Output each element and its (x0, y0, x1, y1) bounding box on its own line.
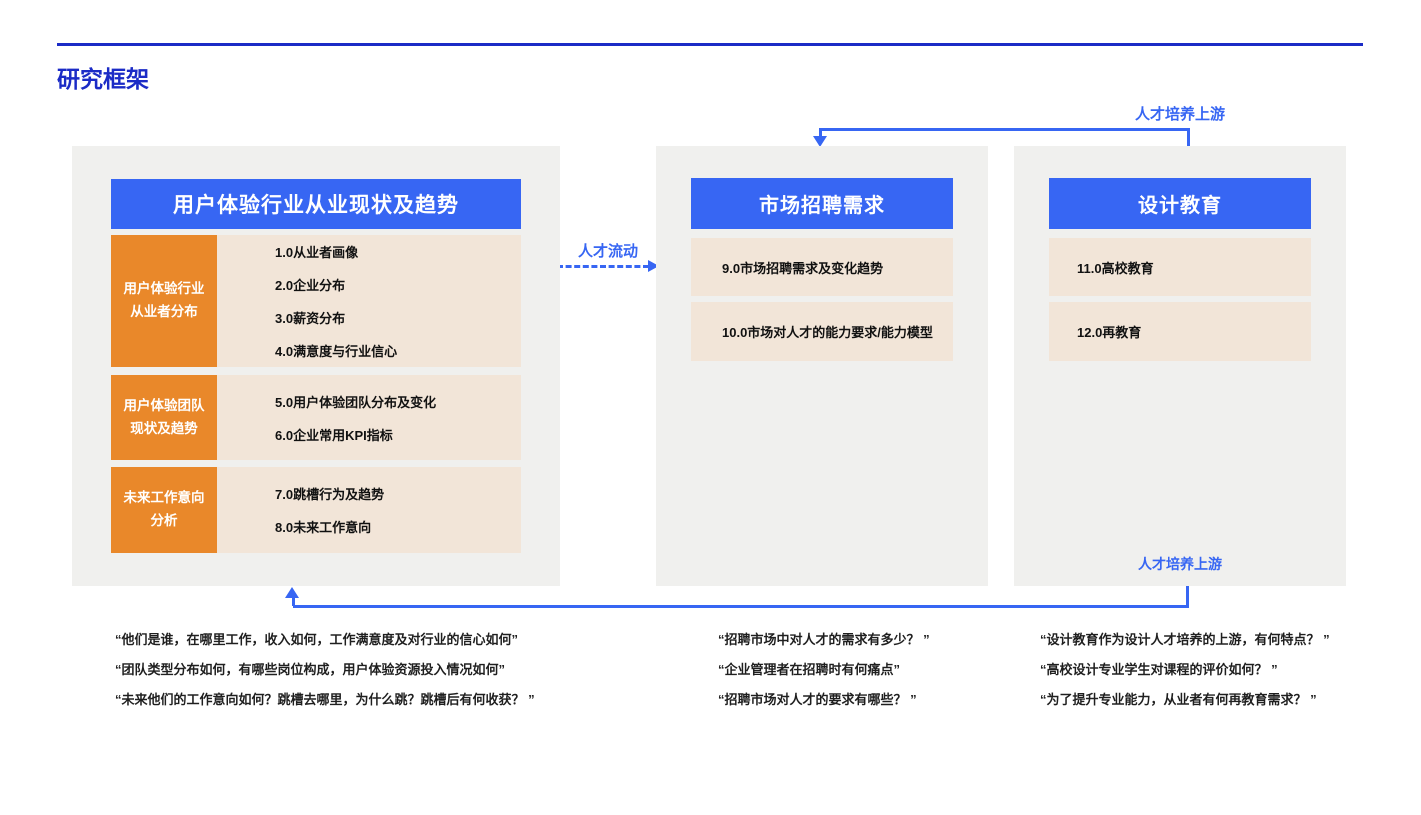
quote-line: “未来他们的工作意向如何？跳槽去哪里，为什么跳？跳槽后有何收获？ ” (115, 692, 535, 707)
quote-line: “为了提升专业能力，从业者有何再教育需求？ ” (1040, 692, 1317, 707)
list-item: 6.0企业常用KPI指标 (275, 427, 393, 443)
row-team-status-trends: 用户体验团队 现状及趋势 5.0用户体验团队分布及变化 6.0企业常用KPI指标 (111, 375, 521, 460)
row-label-practitioner-distribution: 用户体验行业 从业者分布 (111, 235, 217, 367)
list-item: 2.0企业分布 (275, 278, 346, 293)
list-item: 5.0用户体验团队分布及变化 (275, 394, 437, 410)
quote-line: “企业管理者在招聘时有何痛点” (718, 662, 901, 677)
panel-market-recruitment-header: 市场招聘需求 (691, 178, 953, 229)
list-item: 3.0薪资分布 (275, 311, 346, 326)
panel-ux-industry-header: 用户体验行业从业现状及趋势 (111, 179, 521, 229)
row-items: 7.0跳槽行为及趋势 8.0未来工作意向 (217, 467, 521, 553)
quote-line: “团队类型分布如何，有哪些岗位构成，用户体验资源投入情况如何” (115, 662, 506, 677)
quote-line: “招聘市场中对人才的需求有多少？ ” (718, 632, 930, 647)
row-label-line: 分析 (150, 513, 178, 528)
panel-market-recruitment: 市场招聘需求 9.0市场招聘需求及变化趋势 10.0市场对人才的能力要求/能力模… (656, 146, 988, 586)
row-label-line: 从业者分布 (130, 304, 198, 319)
label-talent-flow: 人才流动 (578, 243, 639, 260)
label-talent-upstream-bottom: 人才培养上游 (1138, 556, 1222, 572)
row-future-work-intention: 未来工作意向 分析 7.0跳槽行为及趋势 8.0未来工作意向 (111, 467, 521, 553)
list-item: 9.0市场招聘需求及变化趋势 (691, 238, 953, 296)
connector-top-vertical-right (1187, 128, 1190, 146)
connector-bottom-horizontal (293, 605, 1189, 608)
row-items: 5.0用户体验团队分布及变化 6.0企业常用KPI指标 (217, 375, 521, 460)
talent-flow-dashed-line (557, 265, 649, 268)
row-label-line: 用户体验行业 (123, 281, 205, 297)
quote-line: “设计教育作为设计人才培养的上游，有何特点？ ” (1040, 632, 1330, 647)
list-item: 11.0高校教育 (1049, 238, 1311, 296)
arrow-up-icon (285, 587, 299, 598)
list-item: 8.0未来工作意向 (275, 520, 372, 535)
connector-bottom-vertical-right (1186, 586, 1189, 608)
list-item: 1.0从业者画像 (275, 245, 359, 260)
list-item: 7.0跳槽行为及趋势 (275, 487, 385, 502)
row-label-future-work-intention: 未来工作意向 分析 (111, 467, 217, 553)
quote-line: “招聘市场对人才的要求有哪些？ ” (718, 692, 917, 707)
row-label-line: 未来工作意向 (123, 490, 205, 506)
list-item: 12.0再教育 (1049, 302, 1311, 361)
row-label-line: 用户体验团队 (123, 397, 205, 413)
connector-top-horizontal (820, 128, 1190, 131)
arrow-right-icon (648, 260, 659, 272)
arrow-down-icon (813, 136, 827, 147)
panel-ux-industry: 用户体验行业从业现状及趋势 用户体验行业 从业者分布 1.0从业者画像 2.0企… (72, 146, 560, 586)
row-label-line: 现状及趋势 (130, 420, 198, 436)
list-item: 10.0市场对人才的能力要求/能力模型 (691, 302, 953, 361)
quotes-market-recruitment: “招聘市场中对人才的需求有多少？ ” “企业管理者在招聘时有何痛点” “招聘市场… (718, 629, 930, 708)
connector-top-vertical-left (819, 128, 822, 138)
panel-design-education-header: 设计教育 (1049, 178, 1311, 229)
quote-line: “他们是谁，在哪里工作，收入如何，工作满意度及对行业的信心如何” (115, 632, 519, 647)
top-rule (57, 43, 1363, 46)
quotes-design-education: “设计教育作为设计人才培养的上游，有何特点？ ” “高校设计专业学生对课程的评价… (1040, 629, 1330, 708)
row-label-team-status-trends: 用户体验团队 现状及趋势 (111, 375, 217, 460)
row-items: 1.0从业者画像 2.0企业分布 3.0薪资分布 4.0满意度与行业信心 (217, 235, 521, 367)
list-item: 4.0满意度与行业信心 (275, 344, 398, 359)
connector-bottom-vertical-left (292, 597, 295, 606)
label-talent-upstream-top: 人才培养上游 (1135, 106, 1226, 123)
quote-line: “高校设计专业学生对课程的评价如何？ ” (1040, 662, 1278, 677)
panel-design-education: 设计教育 11.0高校教育 12.0再教育 人才培养上游 (1014, 146, 1346, 586)
page-title: 研究框架 (57, 66, 149, 92)
quotes-ux-industry: “他们是谁，在哪里工作，收入如何，工作满意度及对行业的信心如何” “团队类型分布… (115, 629, 535, 708)
row-practitioner-distribution: 用户体验行业 从业者分布 1.0从业者画像 2.0企业分布 3.0薪资分布 4.… (111, 235, 521, 367)
